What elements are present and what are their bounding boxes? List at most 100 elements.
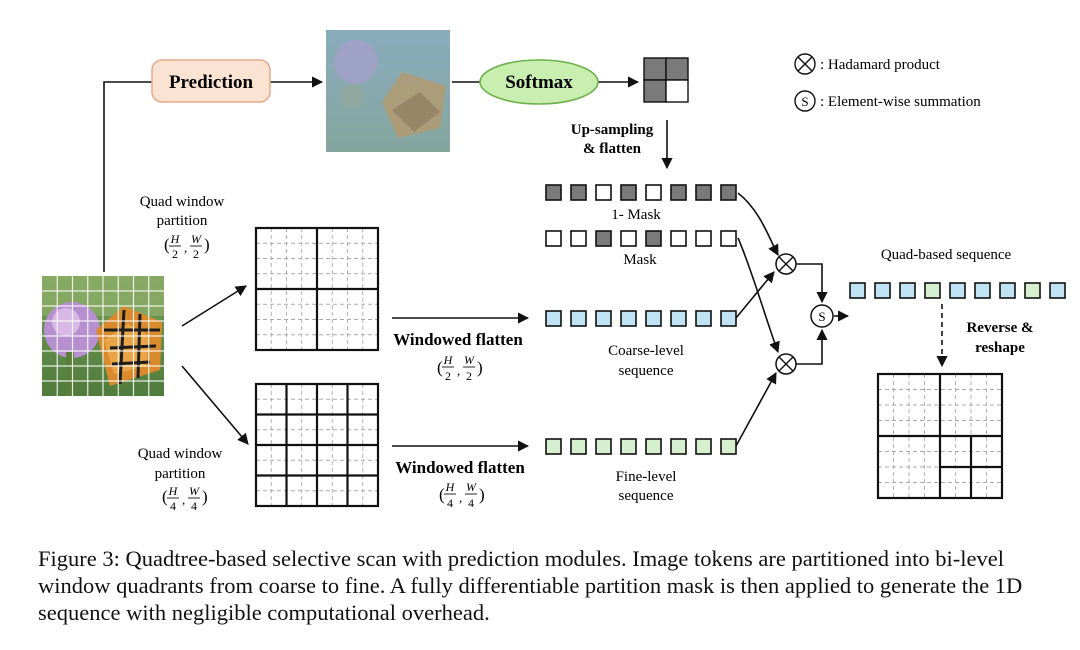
hadamard-top-to-sum: [796, 263, 828, 304]
quad-token: [974, 282, 991, 299]
mask-cell: [643, 79, 667, 103]
mask-token: [645, 230, 662, 247]
fine-label-line2: sequence: [619, 488, 674, 504]
coarse-token: [570, 310, 587, 327]
coarse-token: [595, 310, 612, 327]
fine-level-sequence: [545, 438, 737, 455]
mask-to-hadamard-bottom: [737, 237, 780, 354]
mask-cell: [665, 79, 689, 103]
coarse-token: [645, 310, 662, 327]
quad-token: [1024, 282, 1041, 299]
qp-bottom-w-num: W: [189, 484, 200, 498]
quad-token: [924, 282, 941, 299]
wf-top-w-den: 2: [466, 369, 472, 383]
mask-token: [620, 230, 637, 247]
quad-sequence-label: Quad-based sequence: [881, 247, 1012, 263]
svg-text:): ): [479, 485, 485, 504]
hadamard-operator-bottom: [775, 353, 797, 375]
quad-token: [1049, 282, 1066, 299]
quad-partition-bottom-size: ( H 4 , W 4 ): [162, 484, 208, 513]
mask-token: [670, 230, 687, 247]
windowed-flatten-bottom-text: Windowed flatten: [395, 458, 525, 477]
quad-partition-top-line1: Quad window: [140, 194, 225, 210]
coarse-label-line1: Coarse-level: [608, 343, 684, 359]
input-to-fine-grid-arrow: [181, 365, 249, 445]
fine-window-grid: [254, 382, 380, 508]
svg-text:): ): [202, 487, 208, 506]
fine-token: [670, 438, 687, 455]
svg-text:(: (: [437, 358, 443, 377]
windowed-flatten-bottom-label: Windowed flatten ( H 4 , W 4 ): [395, 458, 525, 510]
legend: : Hadamard product S : Element-wise summ…: [794, 53, 981, 112]
qp-bottom-h-den: 4: [170, 499, 176, 513]
mask-token: [545, 230, 562, 247]
mask-token: [595, 230, 612, 247]
quad-partition-top-size: ( H 2 , W 2 ): [164, 232, 210, 261]
quad-partition-top-line2: partition: [157, 213, 208, 229]
windowed-flatten-top-text: Windowed flatten: [393, 330, 523, 349]
fine-token: [720, 438, 737, 455]
figure-caption: Figure 3: Quadtree-based selective scan …: [38, 546, 1023, 625]
qp-top-h-num: H: [170, 232, 181, 246]
mask-token: [570, 184, 587, 201]
sum-legend-icon: S: [794, 90, 816, 112]
svg-text:,: ,: [184, 240, 187, 255]
fine-label-line1: Fine-level: [616, 469, 677, 485]
quadtree-scan-diagram: Prediction Softmax : Hadamard product S …: [42, 30, 1066, 513]
quad-token: [899, 282, 916, 299]
prediction-output-image: [326, 30, 450, 152]
mask-cell: [665, 57, 689, 81]
hadamard-bottom-to-sum: [796, 328, 828, 365]
quad-token: [949, 282, 966, 299]
svg-text:): ): [204, 235, 210, 254]
upsampling-label-line1: Up-sampling: [571, 122, 654, 138]
prediction-label: Prediction: [169, 72, 254, 93]
coarse-token: [620, 310, 637, 327]
input-to-prediction-line: [103, 81, 152, 272]
quad-token: [999, 282, 1016, 299]
fine-to-hadamard-bottom: [735, 372, 777, 447]
coarse-token: [720, 310, 737, 327]
wf-bottom-h-den: 4: [447, 496, 453, 510]
grid-border: [254, 226, 380, 352]
coarse-window-grid: [254, 226, 380, 352]
mask-token: [670, 184, 687, 201]
svg-text:,: ,: [459, 490, 462, 505]
wf-top-h-den: 2: [445, 369, 451, 383]
qp-bottom-w-den: 4: [191, 499, 197, 513]
prediction-module: Prediction: [151, 59, 271, 103]
coarse-token: [545, 310, 562, 327]
mask-token: [720, 230, 737, 247]
hadamard-operator-top: [775, 253, 797, 275]
windowed-flatten-top-label: Windowed flatten ( H 2 , W 2 ): [393, 330, 523, 383]
mask-token: [595, 184, 612, 201]
coarse-token: [695, 310, 712, 327]
fine-token: [545, 438, 562, 455]
coarse-label-line2: sequence: [619, 363, 674, 379]
quad-token: [874, 282, 891, 299]
mask-token: [570, 230, 587, 247]
fine-token: [620, 438, 637, 455]
sum-legend-symbol: S: [801, 94, 808, 109]
reverse-label-line2: reshape: [975, 340, 1025, 356]
one-minus-mask-to-hadamard-top: [737, 192, 779, 256]
reverse-label-line1: Reverse &: [966, 320, 1033, 336]
mask-token: [620, 184, 637, 201]
softmax-label: Softmax: [505, 72, 573, 93]
svg-text:(: (: [439, 485, 445, 504]
quad-partition-top-label: Quad window partition ( H 2 , W 2 ): [140, 194, 225, 261]
wf-top-h-num: H: [443, 353, 454, 367]
mask-sequence: [545, 230, 737, 247]
svg-text:,: ,: [457, 363, 460, 378]
quad-token: [849, 282, 866, 299]
wf-bottom-w-den: 4: [468, 496, 474, 510]
wf-bottom-w-num: W: [466, 480, 477, 494]
mask-label: Mask: [623, 252, 657, 268]
qp-top-h-den: 2: [172, 247, 178, 261]
grid-border: [876, 372, 1004, 500]
coarse-to-hadamard-top: [735, 271, 775, 319]
reshaped-quadtree-grid: [876, 372, 1004, 500]
connector-lines: [103, 76, 948, 452]
hadamard-legend-text: : Hadamard product: [820, 57, 941, 73]
mask-token: [695, 184, 712, 201]
